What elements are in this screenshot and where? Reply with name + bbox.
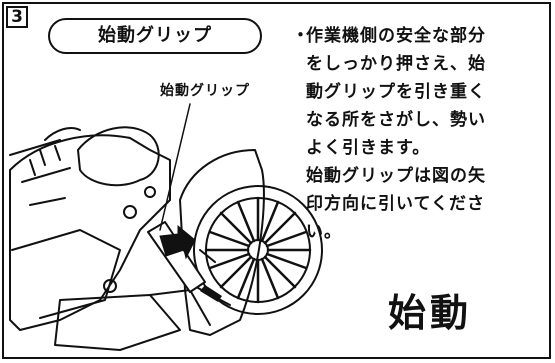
bullet-mark: ・ [292, 26, 310, 46]
instruction-line: なる所をさがし、勢い [306, 110, 486, 130]
recoil-fan-vanes [204, 196, 312, 304]
callout-leader-line [159, 103, 191, 231]
page-frame [2, 2, 551, 359]
pull-direction-arrow [159, 224, 196, 260]
note-line: 印方向に引いてくださ [306, 194, 485, 214]
start-heading: 始動 [388, 291, 473, 335]
instruction-line: 動グリップを引き重く [306, 82, 486, 102]
frame-tube [9, 139, 71, 206]
base-plate [54, 294, 181, 351]
instruction-line: よく引きます。 [306, 138, 431, 158]
section-title-pill: 始動グリップ [48, 18, 262, 54]
instruction-line: をしっかり押さえ、始 [306, 54, 486, 74]
step-number-badge: 3 [6, 6, 28, 28]
engine-body [9, 134, 171, 331]
engine-lower-housing [11, 229, 121, 319]
recoil-starter-cover [193, 185, 323, 315]
fuel-tank [77, 126, 160, 187]
instruction-text: ・ 作業機側の安全な部分 をしっかり押さえ、始 動グリップを引き重く なる所をさ… [292, 22, 546, 246]
instruction-line: 作業機側の安全な部分 [306, 26, 486, 46]
rope-guide [200, 285, 222, 302]
note-line: い。 [306, 222, 342, 242]
starter-grip-callout-label: 始動グリップ [160, 83, 250, 99]
note-line: 始動グリップは図の矢 [306, 166, 486, 186]
starter-housing [179, 149, 265, 336]
